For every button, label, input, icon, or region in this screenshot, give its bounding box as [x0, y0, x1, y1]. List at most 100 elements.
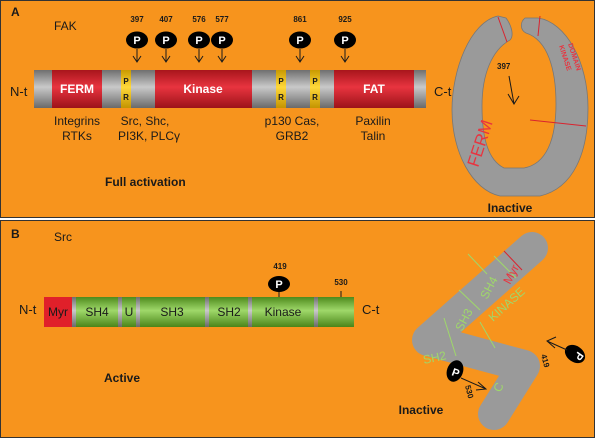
fat-label: FAT	[363, 82, 385, 96]
divider	[458, 289, 481, 311]
phospho-p: P	[133, 35, 140, 47]
site-label: 577	[215, 15, 229, 24]
phospho-oval	[289, 31, 311, 49]
myr-domain	[44, 297, 73, 327]
src-inactive-body	[412, 232, 548, 430]
binder-text: RTKs	[62, 129, 92, 143]
binder-text: PI3K, PLCγ	[118, 129, 180, 143]
phospho-stem	[460, 377, 488, 391]
pr-region-3	[310, 70, 320, 108]
ferm-domain	[52, 70, 102, 108]
pr-p: P	[278, 77, 284, 86]
src-site-530: 530	[334, 278, 348, 287]
src-inactive-model: Myr SH4 SH3 KINASE SH2 C P 530 P 419 Ina…	[399, 232, 586, 430]
pr-p: P	[312, 77, 318, 86]
panel-b: B Src 419 P 530 N-t C-t Myr SH4 U SH3 SH…	[0, 220, 595, 438]
panel-b-letter: B	[11, 227, 20, 241]
phospho-p: P	[450, 367, 461, 381]
fak-n-terminus: N-t	[10, 84, 28, 99]
phospho-p: P	[195, 35, 202, 47]
site-label: 576	[192, 15, 206, 24]
binder-text: Integrins	[54, 114, 100, 128]
binder-text: p130 Cas,	[265, 114, 320, 128]
binder-text: GRB2	[276, 129, 309, 143]
sh4-label: SH4	[85, 305, 109, 319]
binder-text: Paxilin	[355, 114, 390, 128]
pr-r: R	[278, 93, 284, 102]
src-inactive-sh2: SH2	[422, 348, 448, 367]
pr-labels: P R P R P R	[123, 77, 318, 102]
phospho-stem	[217, 49, 227, 63]
panel-a: A FAK 397 407 576 577 861 925	[0, 0, 595, 218]
src-title: Src	[54, 230, 72, 244]
ferm-label: FERM	[60, 82, 94, 96]
linker	[118, 297, 122, 327]
phospho-stem	[194, 49, 204, 63]
panel-a-letter: A	[11, 5, 20, 19]
active-label: Active	[104, 371, 140, 385]
fak-c-terminus: C-t	[434, 84, 452, 99]
pr-region-1	[121, 70, 131, 108]
linker	[136, 297, 140, 327]
fak-phospho-p-labels: P P P P P P	[133, 35, 348, 47]
sh2-label: SH2	[217, 305, 241, 319]
src-domain-labels: Myr SH4 U SH3 SH2 Kinase	[48, 305, 302, 319]
kinase-label: Kinase	[265, 305, 302, 319]
linker	[248, 297, 252, 327]
fak-phospho-ovals	[126, 31, 356, 49]
phospho-p: P	[341, 35, 348, 47]
phospho-oval	[334, 31, 356, 49]
fak-inactive-divider	[537, 15, 541, 37]
phospho-oval	[268, 276, 290, 292]
divider	[467, 253, 488, 275]
divider	[503, 250, 523, 271]
fak-domain-labels: FERM Kinase FAT	[60, 82, 386, 96]
phospho-stem	[340, 49, 350, 63]
phospho-stem	[546, 336, 568, 351]
linker	[72, 297, 76, 327]
src-inactive-label: Inactive	[399, 403, 444, 417]
phospho-p: P	[275, 279, 282, 291]
fak-title: FAK	[54, 19, 77, 33]
src-inactive-530: 530	[463, 384, 475, 400]
fak-inactive-divider	[529, 119, 587, 127]
site-label: 397	[130, 15, 144, 24]
site-label: 407	[159, 15, 173, 24]
linker	[205, 297, 209, 327]
phospho-p: P	[162, 35, 169, 47]
phospho-oval	[446, 360, 464, 382]
site-label: 861	[293, 15, 307, 24]
src-linkers	[72, 297, 318, 327]
phospho-oval	[211, 31, 233, 49]
fak-phospho-stems	[132, 49, 350, 63]
src-site-419: 419	[273, 262, 287, 271]
src-c-terminus: C-t	[362, 302, 380, 317]
phospho-oval	[564, 344, 586, 364]
src-backbone	[72, 297, 354, 327]
fak-inactive-label: Inactive	[488, 201, 533, 215]
myr-label: Myr	[48, 305, 68, 319]
u-label: U	[125, 305, 134, 319]
phospho-oval	[155, 31, 177, 49]
src-inactive-419: 419	[539, 353, 551, 369]
kinase-domain	[155, 70, 252, 108]
pr-p: P	[123, 77, 129, 86]
divider	[493, 255, 517, 279]
pr-region-2	[276, 70, 286, 108]
src-inactive-dividers	[443, 253, 517, 357]
fak-inactive-site: 397	[497, 62, 511, 71]
fak-inactive-divider	[497, 16, 508, 43]
fak-inactive-stem	[507, 75, 520, 105]
binder-text: Talin	[361, 129, 386, 143]
src-n-terminus: N-t	[19, 302, 37, 317]
fak-inactive-model: FERM KINASE DOMAIN 397 Inactive	[451, 15, 589, 215]
phospho-stem	[295, 49, 305, 63]
phospho-oval	[126, 31, 148, 49]
fak-phospho-sites: 397 407 576 577 861 925	[130, 15, 352, 24]
phospho-p: P	[296, 35, 303, 47]
full-activation-label: Full activation	[105, 175, 186, 189]
phospho-p: P	[218, 35, 225, 47]
site-label: 925	[338, 15, 352, 24]
fak-binders: Integrins RTKs Src, Shc, PI3K, PLCγ p130…	[54, 114, 391, 143]
